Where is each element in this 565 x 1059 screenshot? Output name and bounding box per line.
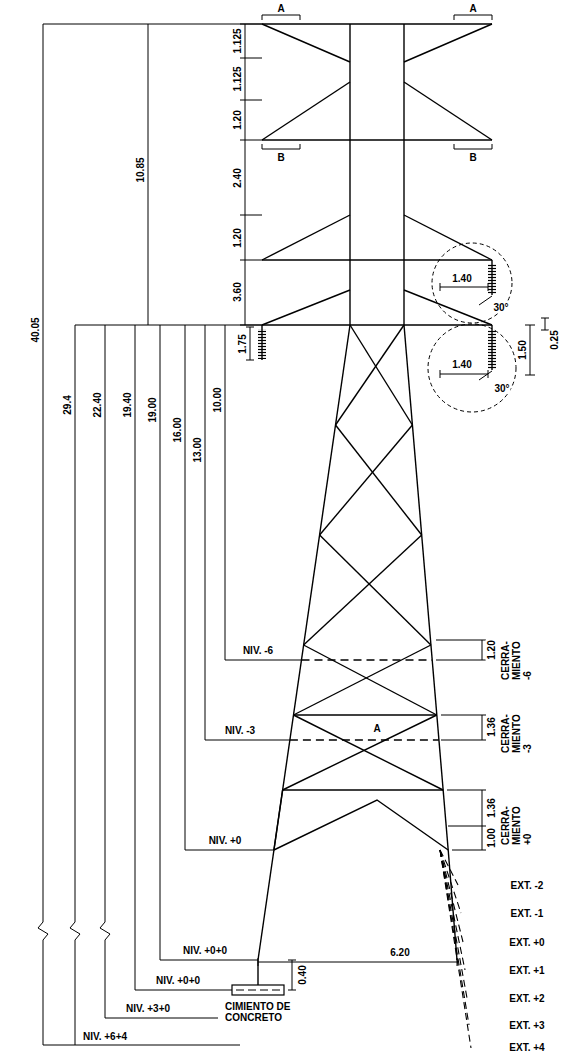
drawing-label: 30° bbox=[492, 302, 509, 313]
drawing-label: NIV. +0+0 bbox=[182, 945, 228, 956]
drawing-label: EXT. +1 bbox=[508, 965, 545, 976]
drawing-label: A bbox=[468, 3, 477, 14]
drawing-label: NIV. +3+0 bbox=[125, 1003, 171, 1014]
drawing-label: B bbox=[468, 152, 477, 163]
drawing-label: 3.60 bbox=[232, 281, 243, 302]
drawing-label: 0.25 bbox=[549, 329, 560, 350]
drawing-label: 29.4 bbox=[62, 394, 73, 415]
drawing-label: 1.00 bbox=[486, 827, 497, 848]
drawing-label: 1.50 bbox=[517, 339, 528, 360]
drawing-label: 1.125 bbox=[232, 65, 243, 92]
drawing-label: 1.20 bbox=[486, 639, 497, 660]
drawing-label: EXT. -2 bbox=[510, 880, 545, 891]
drawing-label: NIV. +0+0 bbox=[155, 975, 201, 986]
drawing-label: 19.00 bbox=[147, 396, 158, 423]
drawing-label: B bbox=[276, 152, 285, 163]
drawing-label: 0.40 bbox=[297, 964, 308, 985]
drawing-label: CERRA- MIENTO -6 bbox=[500, 629, 533, 681]
drawing-label: 1.40 bbox=[451, 273, 472, 284]
drawing-label: 10.00 bbox=[212, 386, 223, 413]
drawing-label: EXT. +4 bbox=[508, 1042, 545, 1053]
drawing-label: 6.20 bbox=[389, 947, 410, 958]
drawing-label: 1.75 bbox=[237, 333, 248, 354]
drawing-label: 19.40 bbox=[122, 391, 133, 418]
drawing-label: EXT. +2 bbox=[508, 993, 545, 1004]
drawing-label: 13.00 bbox=[192, 436, 203, 463]
drawing-label: EXT. +3 bbox=[508, 1020, 545, 1031]
drawing-label: 1.36 bbox=[486, 716, 497, 737]
drawing-label: 1.36 bbox=[486, 797, 497, 818]
drawing-label: 1.40 bbox=[451, 359, 472, 370]
drawing-label: EXT. -1 bbox=[510, 908, 545, 919]
drawing-label: CIMIENTO DE CONCRETO bbox=[224, 1001, 308, 1023]
drawing-label: NIV. +6+4 bbox=[82, 1031, 128, 1042]
drawing-label: NIV. -6 bbox=[242, 645, 274, 656]
drawing-label: 1.125 bbox=[232, 27, 243, 54]
drawing-label: 1.20 bbox=[232, 109, 243, 130]
drawing-label: A bbox=[276, 3, 285, 14]
drawing-label: EXT. +0 bbox=[508, 937, 545, 948]
drawing-label: 22.40 bbox=[92, 391, 103, 418]
drawing-label: CERRA- MIENTO +0 bbox=[500, 794, 533, 846]
drawing-label: 40.05 bbox=[30, 316, 41, 343]
drawing-label: NIV. +0 bbox=[208, 835, 243, 846]
drawing-label: 16.00 bbox=[172, 416, 183, 443]
drawing-label: 1.20 bbox=[232, 227, 243, 248]
drawing-label: 2.40 bbox=[232, 167, 243, 188]
drawing-label: 10.85 bbox=[135, 156, 146, 183]
drawing-label: 30° bbox=[493, 383, 510, 394]
drawing-label: A bbox=[372, 723, 381, 734]
drawing-label: CERRA- MIENTO -3 bbox=[500, 702, 533, 754]
drawing-label: NIV. -3 bbox=[224, 725, 256, 736]
